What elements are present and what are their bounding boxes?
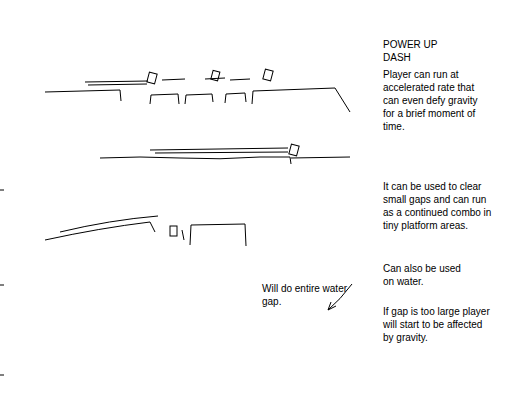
note-text: It can be used to clear small gaps and c…: [383, 180, 495, 232]
note-text: Will do entire water gap.: [262, 282, 352, 308]
note-text: If gap is too large player will start to…: [383, 305, 491, 344]
note-text: Can also be used on water.: [383, 262, 473, 288]
title-text: POWER UP DASH: [383, 38, 443, 64]
note-text: Player can run at accelerated rate that …: [383, 68, 491, 133]
